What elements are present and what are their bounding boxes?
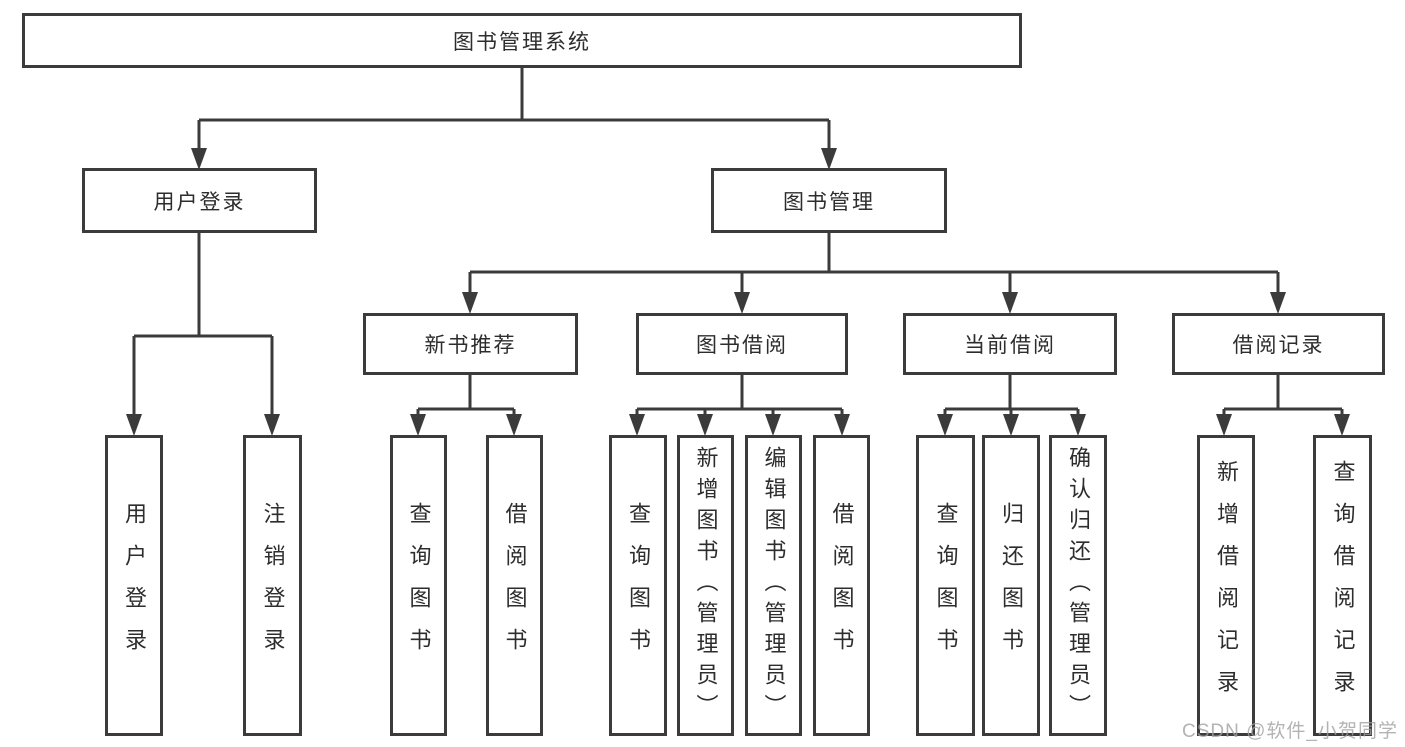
- leaf-query-books-recommend: 查询图书: [390, 435, 447, 736]
- leaf-borrow-books-recommend: 借阅图书: [486, 435, 543, 736]
- leaf-edit-book-admin: 编辑图书（管理员）: [745, 435, 802, 736]
- leaf-query-books-current: 查询图书: [916, 435, 975, 736]
- node-book-borrow: 图书借阅: [636, 313, 848, 375]
- leaf-add-book-admin: 新增图书（管理员）: [677, 435, 734, 736]
- leaf-add-borrow-record: 新增借阅记录: [1197, 435, 1255, 736]
- leaf-query-borrow-record: 查询借阅记录: [1313, 435, 1372, 736]
- node-book-management: 图书管理: [711, 168, 947, 233]
- leaf-confirm-return-admin: 确认归还（管理员）: [1049, 435, 1107, 736]
- leaf-return-book: 归还图书: [982, 435, 1040, 736]
- leaf-borrow-books: 借阅图书: [813, 435, 870, 736]
- leaf-query-books-borrow: 查询图书: [609, 435, 667, 736]
- leaf-logout: 注销登录: [243, 435, 302, 736]
- node-current-borrow: 当前借阅: [903, 313, 1117, 375]
- leaf-user-login: 用户登录: [105, 435, 163, 736]
- csdn-watermark: CSDN @软件_小贺同学: [1182, 721, 1398, 742]
- node-root: 图书管理系统: [22, 13, 1022, 68]
- node-user-login: 用户登录: [82, 168, 317, 233]
- node-borrow-records: 借阅记录: [1172, 313, 1385, 375]
- node-new-book-recommend: 新书推荐: [363, 313, 578, 375]
